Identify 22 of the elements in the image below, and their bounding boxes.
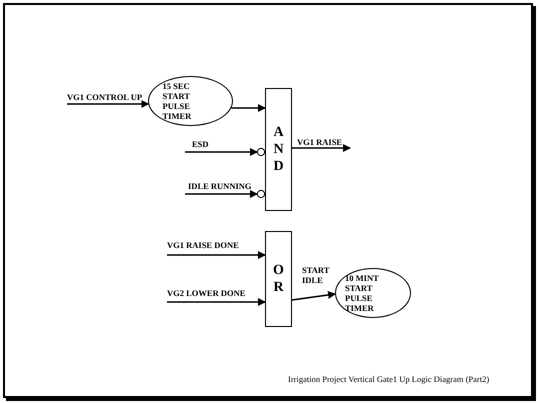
node-label: 10 MINT START PULSE TIMER <box>345 273 380 313</box>
edge-label: VG2 LOWER DONE <box>167 288 246 298</box>
gate-label: AND <box>272 124 285 175</box>
caption: Irrigation Project Vertical Gate1 Up Logic Diagram (Part2) <box>288 373 490 386</box>
node-label: 15 SEC START PULSE TIMER <box>162 81 192 121</box>
arrow <box>67 100 150 108</box>
edge-label: START IDLE <box>302 265 330 285</box>
edge-label: VG1 CONTROL UP <box>67 92 142 102</box>
arrow <box>185 190 266 198</box>
arrow <box>231 104 266 112</box>
arrow <box>292 144 351 152</box>
arrow <box>167 251 266 259</box>
edge-label: ESD <box>192 139 209 149</box>
arrow <box>167 298 266 306</box>
edge-label: VG1 RAISE <box>297 137 342 147</box>
arrow <box>185 148 266 156</box>
edge-label: IDLE RUNNING <box>188 181 252 191</box>
logic-gate-box <box>265 231 292 327</box>
arrow <box>292 291 336 301</box>
edge-label: VG1 RAISE DONE <box>167 240 239 250</box>
logic-gate-box <box>265 88 292 211</box>
gate-label: OR <box>272 262 285 296</box>
